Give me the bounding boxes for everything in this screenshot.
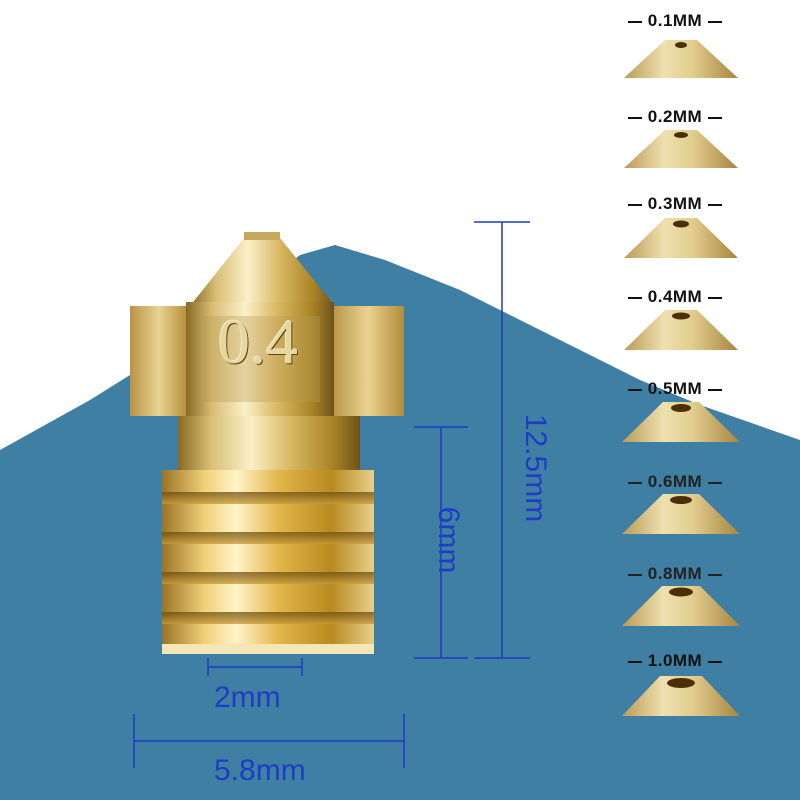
size-cones (622, 40, 740, 716)
cone-icon (624, 310, 738, 350)
cone-icon (624, 130, 738, 168)
total-length-label: 12.5mm (519, 413, 552, 523)
dimension-lines (133, 221, 530, 768)
size-label: 0.4MM (600, 287, 750, 307)
size-label: 0.2MM (600, 107, 750, 127)
nozzle-collar (178, 416, 360, 474)
hex-side-left (130, 306, 188, 416)
thread-grooves (162, 492, 374, 624)
cone-icon (624, 218, 738, 258)
size-label: 0.8MM (600, 564, 750, 584)
hex-width-label: 5.8mm (214, 754, 306, 787)
cone-icon (624, 40, 738, 78)
nozzle-engraving: 0.4 (218, 306, 298, 377)
thread-length-label: 6mm (432, 506, 465, 574)
cone-icon (622, 494, 740, 534)
size-label: 0.1MM (600, 11, 750, 31)
size-label: 0.5MM (600, 379, 750, 399)
brass-nozzle (130, 232, 404, 654)
cone-icon (622, 676, 740, 716)
cone-icon (622, 402, 740, 442)
hex-front-face (186, 302, 334, 420)
cone-icon (622, 586, 740, 626)
size-label: 0.3MM (600, 194, 750, 214)
size-label: 0.6MM (600, 472, 750, 492)
thread-diameter-label: 2mm (214, 681, 281, 714)
nozzle-tip (190, 238, 335, 306)
hex-side-right (332, 306, 404, 416)
size-label: 1.0MM (600, 651, 750, 671)
